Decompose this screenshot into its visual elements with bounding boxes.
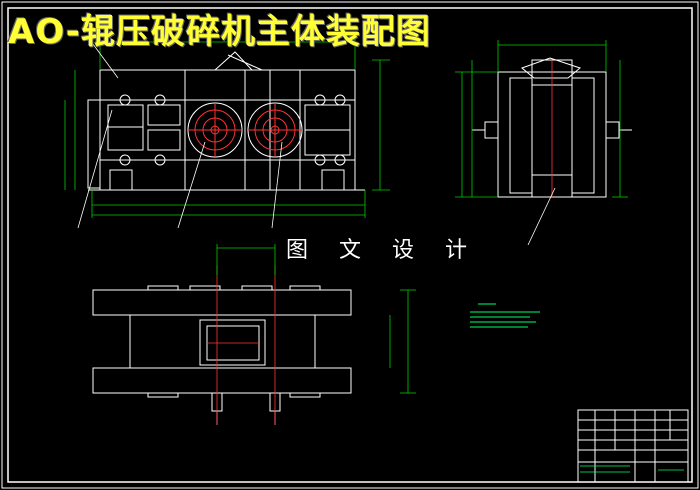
drawing-title: AO-辊压破碎机主体装配图 — [8, 12, 431, 52]
front-dimensions — [64, 38, 390, 218]
front-roller-right — [247, 102, 303, 158]
sheet-border-inner — [7, 7, 693, 483]
side-leaders — [527, 187, 556, 246]
title-block-fills — [580, 465, 684, 473]
watermark-text: 图 文 设 计 — [286, 238, 479, 263]
technical-notes — [470, 303, 540, 328]
top-view — [92, 285, 352, 425]
front-roller-left — [187, 102, 243, 158]
top-dimensions — [216, 244, 416, 394]
top-hatch — [207, 265, 276, 425]
title-block — [577, 409, 689, 483]
front-leaders — [77, 39, 283, 229]
side-dimensions — [455, 40, 628, 198]
front-view — [87, 51, 365, 191]
